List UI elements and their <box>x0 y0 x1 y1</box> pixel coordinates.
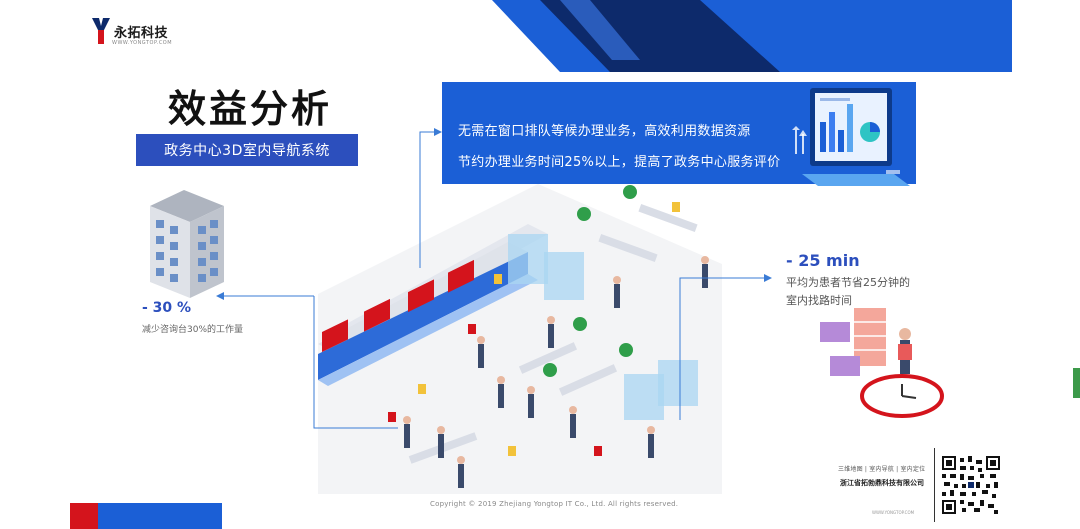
system-subtitle: 政务中心3D室内导航系统 <box>136 134 358 166</box>
clock-person-icon <box>820 308 944 418</box>
benefit-info-panel: 无需在窗口排队等候办理业务，高效利用数据资源 节约办理业务时间25%以上，提高了… <box>442 82 916 186</box>
time-saved-desc-2: 室内找路时间 <box>786 294 852 307</box>
footer-red-bar <box>70 503 98 529</box>
edge-tab <box>1073 368 1080 398</box>
footer-blue-bar <box>98 503 222 529</box>
qr-code-icon <box>942 456 1000 514</box>
consult-reduction-value: - 30 % <box>142 300 192 316</box>
time-saved-value: - 25 min <box>786 251 860 270</box>
company-logo: 永拓科技 <box>92 18 168 44</box>
company-tagline: 三维地图 | 室内导航 | 室内定位 <box>838 466 926 473</box>
logo-mark-icon <box>92 18 110 44</box>
building-icon <box>150 190 224 298</box>
time-saved-desc-1: 平均为患者节省25分钟的 <box>786 276 910 289</box>
logo-website: WWW.YONGTOP.COM <box>112 40 173 46</box>
info-line-1: 无需在窗口排队等候办理业务，高效利用数据资源 <box>458 124 751 139</box>
footer-divider <box>934 448 935 522</box>
company-website: WWW.YONGTOP.COM <box>872 510 915 515</box>
page-title: 效益分析 <box>168 87 333 131</box>
company-name: 浙江省拓勃鼎科技有限公司 <box>840 479 924 487</box>
laptop-dashboard-icon <box>792 88 910 186</box>
copyright-text: Copyright © 2019 Zhejiang Yongtop IT Co.… <box>430 500 679 508</box>
logo-name: 永拓科技 <box>114 25 169 41</box>
consult-reduction-desc: 减少咨询台30%的工作量 <box>142 325 244 335</box>
service-hall-illustration <box>318 184 722 494</box>
info-line-2: 节约办理业务时间25%以上，提高了政务中心服务评价 <box>458 155 781 170</box>
